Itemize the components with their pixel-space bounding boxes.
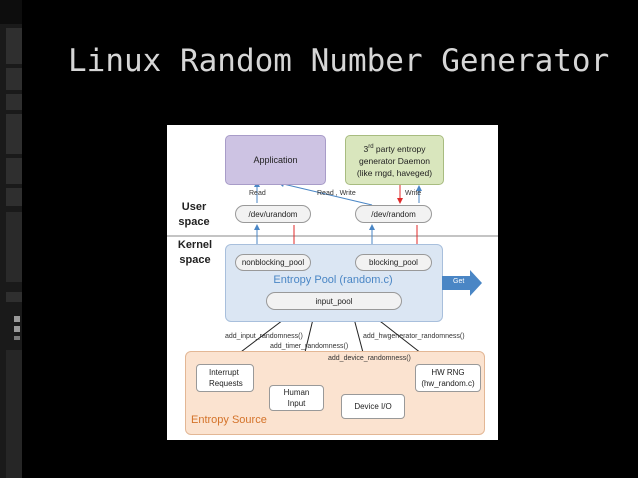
add-input-randomness-label: add_input_randomness()	[225, 333, 303, 340]
decorative-bar	[6, 350, 22, 478]
get-arrow	[442, 270, 482, 296]
user-space-label: User space	[178, 201, 210, 228]
device-io-label: Device I/O	[354, 402, 392, 411]
arrow-random-to-app	[278, 181, 373, 206]
decorative-bar	[6, 28, 22, 64]
entropy-source-title: Entropy Source	[191, 414, 267, 426]
read-label: Read	[249, 190, 266, 197]
decorative-bar	[6, 94, 22, 110]
decorative-bar	[6, 188, 22, 206]
interrupt-requests-label: Interrupt Requests	[209, 368, 243, 388]
interrupt-requests-box: Interrupt Requests	[196, 364, 254, 392]
third-party-line3: (like rngd, haveged)	[356, 167, 433, 178]
dev-random-box: /dev/random	[355, 205, 432, 223]
blocking-pool-label: blocking_pool	[369, 258, 418, 267]
application-box: Application	[225, 135, 326, 185]
blocking-pool-box: blocking_pool	[355, 254, 432, 271]
get-label: Get	[453, 278, 465, 285]
kernel-space-label: Kernel space	[177, 239, 213, 266]
add-timer-randomness-label: add_timer_randomness()	[270, 343, 349, 350]
decorative-mark	[14, 326, 20, 332]
decorative-bar	[6, 68, 22, 90]
third-party-line2: generator Daemon	[359, 155, 430, 166]
rng-diagram: Application 3rd party entropy generator …	[167, 125, 498, 440]
entropy-pool-title: Entropy Pool (random.c)	[273, 274, 393, 286]
hw-rng-box: HW RNG (hw_random.c)	[415, 364, 481, 392]
add-device-randomness-label: add_device_randomness()	[328, 355, 411, 362]
decorative-bar	[6, 212, 22, 282]
human-input-box: Human Input	[269, 385, 324, 411]
human-input-label: Human Input	[283, 388, 310, 408]
nonblocking-pool-label: nonblocking_pool	[241, 258, 305, 267]
slide-title: Linux Random Number Generator	[68, 43, 610, 79]
input-pool-box: input_pool	[266, 292, 402, 310]
dev-urandom-label: /dev/urandom	[248, 209, 298, 219]
device-io-box: Device I/O	[341, 394, 405, 419]
third-party-daemon-box: 3rd party entropy generator Daemon (like…	[345, 135, 444, 185]
decorative-mark	[14, 336, 20, 340]
dev-random-label: /dev/random	[371, 209, 416, 219]
decorative-mark	[14, 316, 20, 322]
input-pool-label: input_pool	[315, 296, 353, 306]
third-party-line1: 3rd party entropy	[363, 143, 426, 154]
decorative-bar	[6, 292, 22, 302]
decorative-bar	[6, 158, 22, 184]
read-write-label: Read , Write	[317, 190, 356, 197]
decorative-bar	[6, 114, 22, 154]
hw-rng-label: HW RNG (hw_random.c)	[421, 368, 475, 388]
add-hwgenerator-randomness-label: add_hwgenerator_randomness()	[363, 333, 465, 340]
write-label: Write	[405, 190, 422, 197]
dev-urandom-box: /dev/urandom	[235, 205, 311, 223]
nonblocking-pool-box: nonblocking_pool	[235, 254, 311, 271]
application-label: Application	[253, 155, 298, 165]
